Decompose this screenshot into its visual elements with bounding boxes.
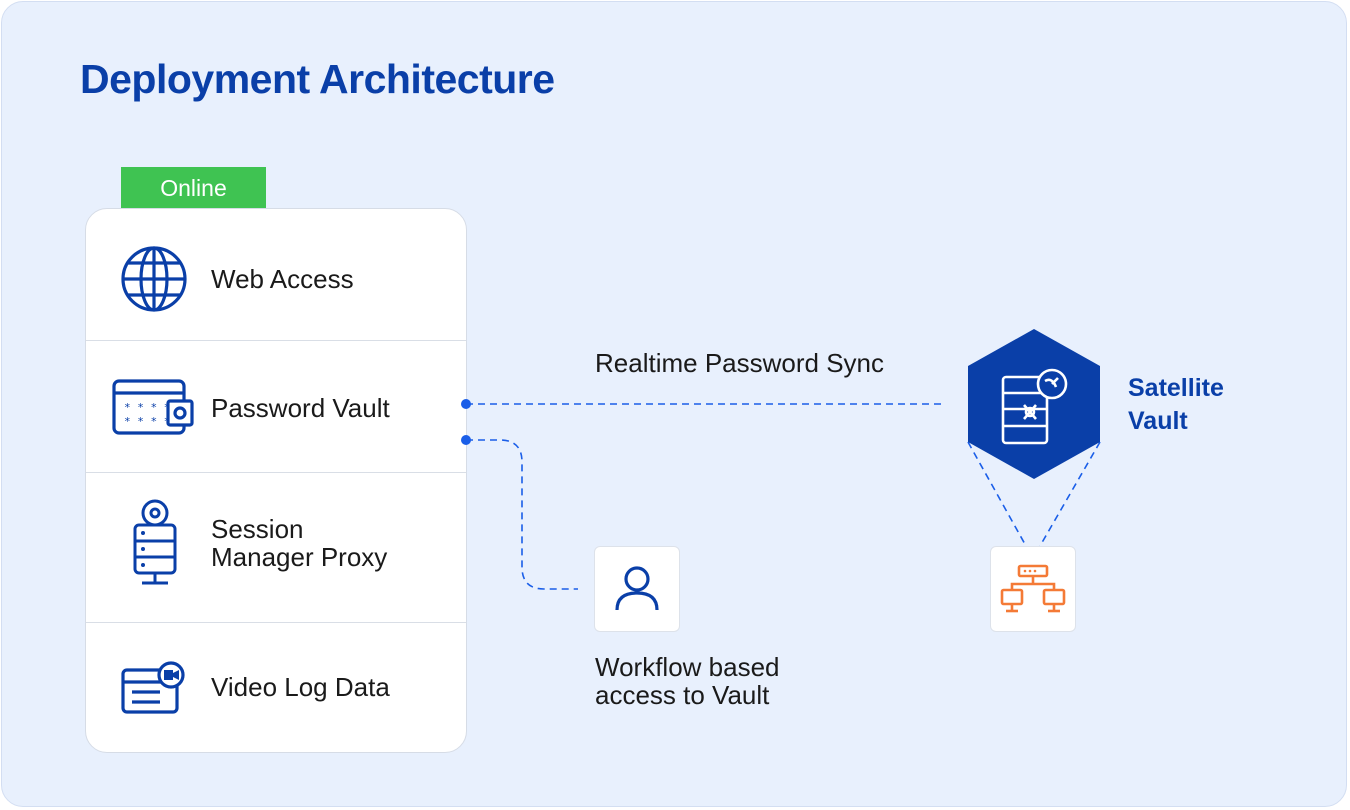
svg-text:* * * *: * * * * (124, 401, 170, 414)
page-title: Deployment Architecture (80, 56, 555, 102)
password-vault-icon: * * * * * * * * (112, 379, 194, 435)
workflow-label-line-2: access to Vault (595, 680, 770, 710)
workflow-connector-dot (461, 435, 471, 445)
component-label: Web Access (211, 264, 354, 294)
component-label-line-1: Session (211, 514, 304, 544)
globe-icon (121, 246, 187, 312)
online-components-card: Web Access * * * * * * * * Password Vaul… (85, 208, 467, 753)
satellite-server-icon (1001, 368, 1068, 445)
component-label-line-2: Manager Proxy (211, 542, 388, 572)
component-web-access: Web Access (86, 209, 466, 341)
sync-connector-dot (461, 399, 471, 409)
sync-label: Realtime Password Sync (595, 348, 884, 378)
satellite-network-connector-left (967, 441, 1027, 547)
workflow-label: Workflow based access to Vault (595, 653, 780, 709)
satellite-label-line-1: Satellite (1128, 374, 1224, 402)
workflow-connector (466, 439, 578, 590)
network-icon (1000, 564, 1066, 613)
user-icon (615, 566, 659, 611)
satellite-vault-label: Satellite Vault (1128, 372, 1288, 438)
workflow-label-line-1: Workflow based (595, 652, 780, 682)
component-label: Video Log Data (211, 672, 390, 702)
network-tile (990, 546, 1076, 632)
svg-text:* * * *: * * * * (124, 415, 170, 428)
component-session-manager-proxy: Session Manager Proxy (86, 473, 466, 623)
video-log-icon (121, 661, 185, 714)
component-label: Session Manager Proxy (211, 515, 387, 571)
component-video-log-data: Video Log Data (86, 623, 466, 752)
online-badge: Online (121, 167, 266, 209)
satellite-vault-node (968, 329, 1100, 479)
component-label: Password Vault (211, 393, 390, 423)
satellite-network-connector-right (1039, 441, 1101, 547)
component-password-vault: * * * * * * * * Password Vault (86, 341, 466, 473)
hexagon-shape (968, 329, 1100, 479)
server-gear-icon (133, 499, 177, 585)
workflow-user-tile (594, 546, 680, 632)
satellite-label-line-2: Vault (1128, 407, 1188, 435)
